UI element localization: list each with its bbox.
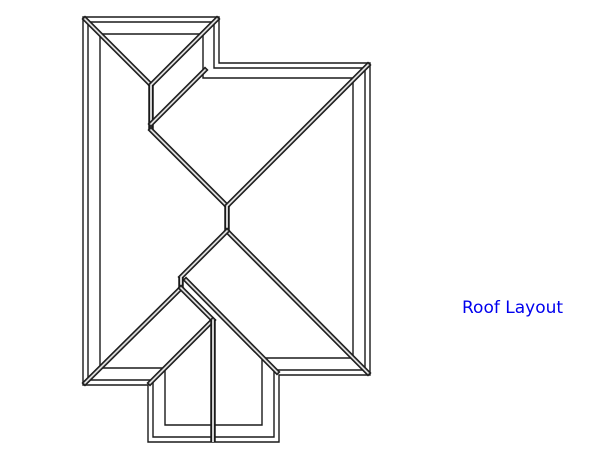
main-hips <box>81 61 372 387</box>
top-gable <box>81 15 221 130</box>
diagram-title: Roof Layout <box>462 298 564 318</box>
